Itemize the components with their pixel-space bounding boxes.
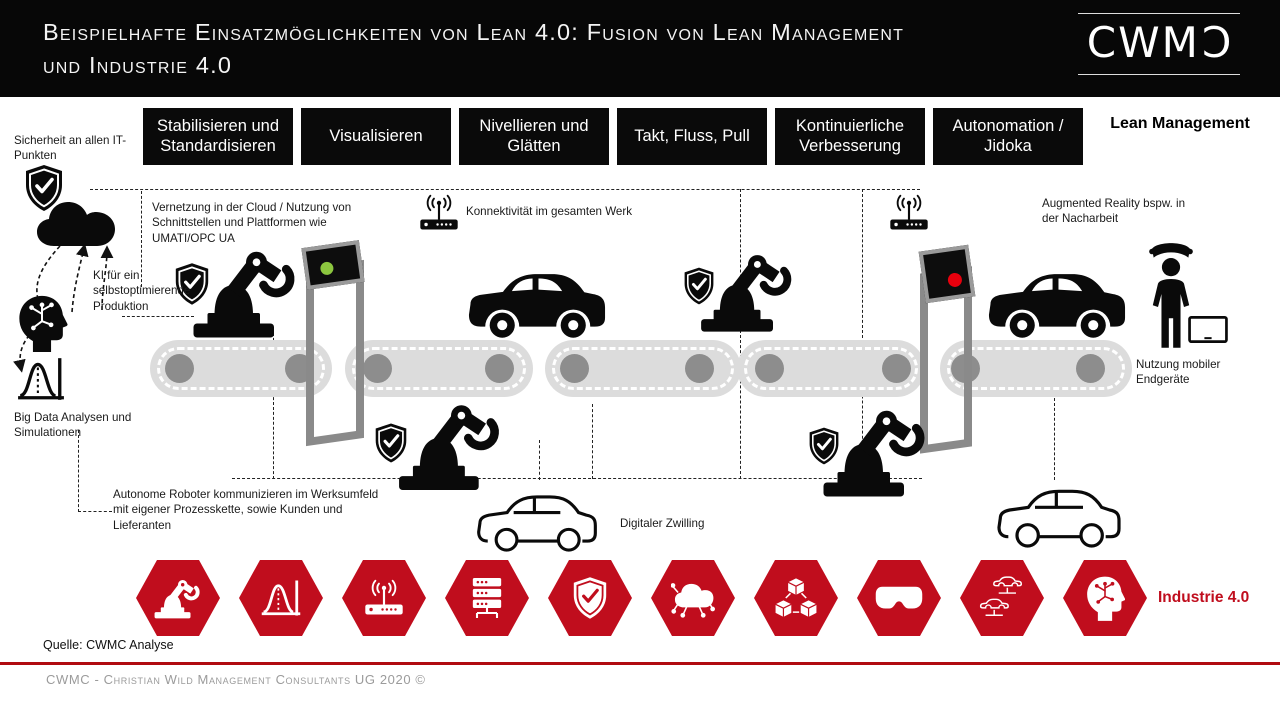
industrie-40-label: Industrie 4.0 bbox=[1158, 589, 1250, 606]
digital-twin-car-icon-1 bbox=[463, 484, 611, 554]
connector-v5 bbox=[78, 430, 79, 512]
annotation-it-security: Sicherheit an allen IT-Punkten bbox=[14, 134, 127, 163]
header-bar: Beispielhafte Einsatzmöglichkeiten von L… bbox=[0, 0, 1280, 97]
hex-ar-goggles-icon bbox=[857, 560, 941, 636]
logo-text: CWM bbox=[1086, 18, 1200, 67]
car-icon-2 bbox=[986, 260, 1128, 340]
connector-v4 bbox=[273, 333, 274, 479]
lean-box-visualisieren: Visualisieren bbox=[301, 108, 451, 165]
big-data-curve-icon bbox=[16, 356, 66, 402]
connector-v7 bbox=[592, 404, 593, 479]
connector-h3 bbox=[78, 511, 112, 512]
connector-v6 bbox=[539, 440, 540, 480]
car-icon-1 bbox=[466, 260, 608, 340]
conveyor-belt-4 bbox=[737, 340, 925, 397]
conveyor-belt-5 bbox=[940, 340, 1132, 397]
footer-divider bbox=[0, 662, 1280, 665]
conveyor-belt-3 bbox=[545, 340, 741, 397]
belt-roller bbox=[485, 354, 514, 383]
hex-car-lift-icon bbox=[960, 560, 1044, 636]
andon-screen-green bbox=[301, 240, 365, 290]
footer-copyright: CWMC - Christian Wild Management Consult… bbox=[46, 672, 426, 687]
connector-top bbox=[90, 189, 920, 190]
connector-v1 bbox=[740, 189, 741, 479]
belt-track bbox=[744, 347, 918, 390]
robot-arm-icon-2 bbox=[395, 400, 507, 490]
belt-roller bbox=[1076, 354, 1105, 383]
ai-head-icon bbox=[16, 294, 68, 352]
hex-robot-arm-icon bbox=[136, 560, 220, 636]
belt-roller bbox=[882, 354, 911, 383]
belt-track bbox=[552, 347, 734, 390]
hex-blockchain-cubes-icon bbox=[754, 560, 838, 636]
annotation-augmented-reality: Augmented Reality bspw. in der Nacharbei… bbox=[1042, 197, 1186, 226]
lean-box-nivellieren: Nivellieren und Glätten bbox=[459, 108, 609, 165]
logo-mirrored-c: C bbox=[1199, 18, 1232, 67]
lean-box-jidoka: Autonomation / Jidoka bbox=[933, 108, 1083, 165]
connector-bottom bbox=[232, 478, 922, 479]
lean-box-takt: Takt, Fluss, Pull bbox=[617, 108, 767, 165]
belt-roller bbox=[560, 354, 589, 383]
annotation-connectivity: Konnektivität im gesamten Werk bbox=[466, 205, 633, 218]
belt-track bbox=[157, 347, 325, 390]
tablet-icon bbox=[1188, 316, 1228, 343]
conveyor-belt-2 bbox=[345, 340, 533, 397]
belt-roller bbox=[755, 354, 784, 383]
connector-h2 bbox=[122, 316, 194, 317]
hex-big-data-icon bbox=[239, 560, 323, 636]
shield-icon-2 bbox=[374, 422, 408, 464]
wifi-router-icon-1 bbox=[416, 194, 462, 232]
hex-security-shield-icon bbox=[548, 560, 632, 636]
connector-v3 bbox=[141, 191, 142, 287]
hex-cloud-network-icon bbox=[651, 560, 735, 636]
connector-v8 bbox=[1054, 398, 1055, 480]
annotation-cloud: Vernetzung in der Cloud / Nutzung von Sc… bbox=[152, 201, 352, 245]
annotation-digital-twin: Digitaler Zwilling bbox=[620, 517, 705, 530]
belt-roller bbox=[165, 354, 194, 383]
title-line-2: und Industrie 4.0 bbox=[43, 52, 233, 79]
annotation-mobile-devices: Nutzung mobiler Endgeräte bbox=[1136, 358, 1221, 387]
hex-server-rack-icon bbox=[445, 560, 529, 636]
page-title: Beispielhafte Einsatzmöglichkeiten von L… bbox=[43, 16, 904, 83]
wifi-router-icon-2 bbox=[886, 194, 932, 232]
hex-ai-head-icon bbox=[1063, 560, 1147, 636]
green-status-light bbox=[319, 261, 335, 276]
red-status-light bbox=[947, 272, 963, 288]
source-note: Quelle: CWMC Analyse bbox=[43, 638, 174, 652]
annotation-autonomous-robots: Autonome Roboter kommunizieren im Werksu… bbox=[113, 488, 379, 532]
belt-track bbox=[947, 347, 1125, 390]
cwmc-logo: CWMC bbox=[1078, 13, 1240, 75]
belt-track bbox=[352, 347, 526, 390]
andon-screen-red bbox=[918, 244, 976, 304]
digital-twin-car-icon-2 bbox=[986, 478, 1132, 550]
conveyor-belt-1 bbox=[150, 340, 332, 397]
lean-box-verbesserung: Kontinuierliche Verbesserung bbox=[775, 108, 925, 165]
lean-management-label: Lean Management bbox=[1110, 115, 1250, 132]
belt-roller bbox=[951, 354, 980, 383]
belt-roller bbox=[363, 354, 392, 383]
annotation-ai: KI für ein selbstoptimierende Produktion bbox=[93, 269, 191, 313]
annotation-big-data: Big Data Analysen und Simulationen bbox=[14, 411, 132, 440]
connector-v2 bbox=[862, 189, 863, 479]
belt-roller bbox=[285, 354, 314, 383]
hex-wifi-router-icon bbox=[342, 560, 426, 636]
shield-icon-3 bbox=[683, 266, 715, 306]
lean-box-stabilisieren: Stabilisieren und Standardisieren bbox=[143, 108, 293, 165]
it-security-shield-icon bbox=[24, 164, 64, 212]
shield-icon-4 bbox=[808, 426, 840, 466]
belt-roller bbox=[685, 354, 714, 383]
title-line-1: Beispielhafte Einsatzmöglichkeiten von L… bbox=[43, 19, 905, 45]
